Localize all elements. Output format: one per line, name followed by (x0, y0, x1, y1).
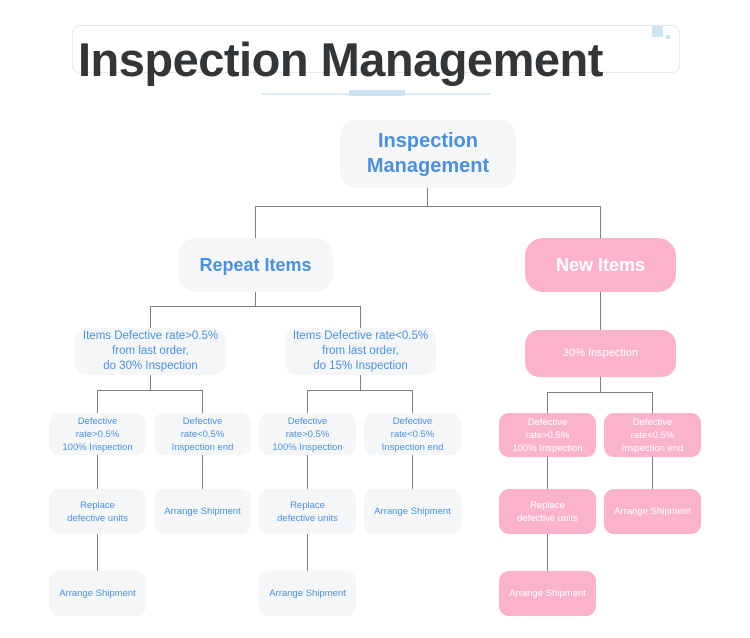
edge-n30-bus (547, 392, 653, 393)
node-label-line-2: defective units (67, 512, 128, 524)
edge-rgt-to-gt (97, 390, 98, 413)
node-repeat-defective-gt[interactable]: Items Defective rate>0.5% from last orde… (75, 328, 226, 375)
edge-replace-to-shipment-3 (547, 534, 548, 571)
edge-rltgt-to-replace (307, 455, 308, 489)
title-frame (72, 25, 680, 73)
node-label-line-1: Replace (530, 499, 565, 511)
node-replace-defective-units-1[interactable]: Replace defective units (49, 489, 146, 534)
edge-rgt-to-lt (202, 390, 203, 413)
edge-n30-to-gt (547, 392, 548, 413)
node-label: Repeat Items (199, 255, 312, 275)
node-label: Arrange Shipment (269, 588, 346, 599)
node-replace-defective-units-3[interactable]: Replace defective units (499, 489, 596, 534)
node-label-line-2: from last order, (112, 345, 189, 357)
node-repeat-defective-lt[interactable]: Items Defective rate<0.5% from last orde… (285, 328, 436, 375)
edge-ngt-to-replace (547, 457, 548, 489)
node-label-line-1: Defective rate>0.5% (285, 415, 330, 440)
title-underline-accent (349, 90, 405, 96)
edge-n30-stem (600, 377, 601, 392)
node-label-line-2: 100% Inspection (512, 442, 583, 454)
edge-rlt-to-gt (307, 390, 308, 413)
node-rgt-defective-gt[interactable]: Defective rate>0.5% 100% Inspection (49, 413, 146, 455)
node-rlt-defective-lt[interactable]: Defective rate<0.5% Inspection end (364, 413, 461, 455)
node-rgt-defective-lt[interactable]: Defective rate<0.5% Inspection end (154, 413, 251, 455)
edge-rlt-to-lt (412, 390, 413, 413)
node-arrange-shipment-3[interactable]: Arrange Shipment (604, 489, 701, 534)
page-title: Inspection Management (78, 33, 603, 86)
node-label: Arrange Shipment (164, 506, 241, 517)
node-replace-defective-units-2[interactable]: Replace defective units (259, 489, 356, 534)
node-label: Arrange Shipment (509, 588, 586, 599)
node-rlt-defective-gt[interactable]: Defective rate>0.5% 100% Inspection (259, 413, 356, 455)
edge-rltlt-to-shipment (412, 455, 413, 489)
node-inspection-management[interactable]: Inspection Management (340, 120, 516, 188)
edge-root-to-new (600, 206, 601, 238)
node-label-line-2: defective units (517, 512, 578, 524)
node-label-line-1: Defective rate<0.5% (390, 415, 435, 440)
node-label-line-3: do 15% Inspection (313, 360, 408, 372)
node-label-line-1: Items Defective rate<0.5% (292, 330, 429, 342)
edge-rgtlt-to-shipment (202, 455, 203, 489)
node-repeat-items[interactable]: Repeat Items (178, 238, 333, 292)
edge-rgtgt-to-replace (97, 455, 98, 489)
node-label-line-2: 100% Inspection (62, 441, 133, 453)
node-label-line-1: Replace (80, 499, 115, 511)
node-label-line-2: 100% Inspection (272, 441, 343, 453)
node-label-line-1: Items Defective rate>0.5% (82, 330, 219, 342)
edge-rgt-bus (97, 390, 203, 391)
node-label-line-2: from last order, (322, 345, 399, 357)
edge-root-to-repeat (255, 206, 256, 238)
edge-rlt-stem (360, 375, 361, 390)
node-label-line-1: Replace (290, 499, 325, 511)
node-label-line-1: Defective rate>0.5% (75, 415, 120, 440)
node-arrange-shipment-4[interactable]: Arrange Shipment (49, 571, 146, 616)
node-label-line-3: do 30% Inspection (103, 360, 198, 372)
edge-root-stem (427, 188, 428, 206)
node-label-line-1: Defective rate<0.5% (630, 416, 675, 441)
node-arrange-shipment-1[interactable]: Arrange Shipment (154, 489, 251, 534)
node-arrange-shipment-5[interactable]: Arrange Shipment (259, 571, 356, 616)
node-new-items[interactable]: New Items (525, 238, 676, 292)
edge-rlt-bus (307, 390, 413, 391)
edge-new-to-30 (600, 292, 601, 330)
node-label-line-1: Defective rate>0.5% (525, 416, 570, 441)
node-label-line-2: Management (366, 155, 490, 177)
node-new-defective-gt[interactable]: Defective rate>0.5% 100% Inspection (499, 413, 596, 457)
edge-replace-to-shipment-1 (97, 534, 98, 571)
node-label-line-1: Defective rate<0.5% (180, 415, 225, 440)
node-label-line-2: Inspection end (621, 442, 684, 454)
decor-square-large-icon (652, 26, 663, 37)
edge-repeat-stem (255, 292, 256, 306)
edge-replace-to-shipment-2 (307, 534, 308, 571)
node-label-line-2: Inspection end (381, 441, 444, 453)
node-arrange-shipment-2[interactable]: Arrange Shipment (364, 489, 461, 534)
edge-repeat-bus (150, 306, 361, 307)
node-label: Arrange Shipment (374, 506, 451, 517)
edge-rgt-stem (150, 375, 151, 390)
node-label: New Items (555, 255, 646, 275)
decor-square-small-icon (666, 35, 670, 39)
node-arrange-shipment-6[interactable]: Arrange Shipment (499, 571, 596, 616)
node-label: Arrange Shipment (59, 588, 136, 599)
node-label: Arrange Shipment (614, 506, 691, 517)
edge-root-bus (255, 206, 601, 207)
node-new-30-inspection[interactable]: 30% Inspection (525, 330, 676, 377)
edge-repeat-to-rlt (360, 306, 361, 328)
node-label-line-2: Inspection end (171, 441, 234, 453)
node-label-line-1: Inspection (377, 130, 478, 152)
edge-n30-to-lt (652, 392, 653, 413)
node-label-line-2: defective units (277, 512, 338, 524)
edge-repeat-to-rgt (150, 306, 151, 328)
edge-nlt-to-shipment (652, 457, 653, 489)
node-new-defective-lt[interactable]: Defective rate<0.5% Inspection end (604, 413, 701, 457)
node-label: 30% Inspection (562, 347, 639, 359)
